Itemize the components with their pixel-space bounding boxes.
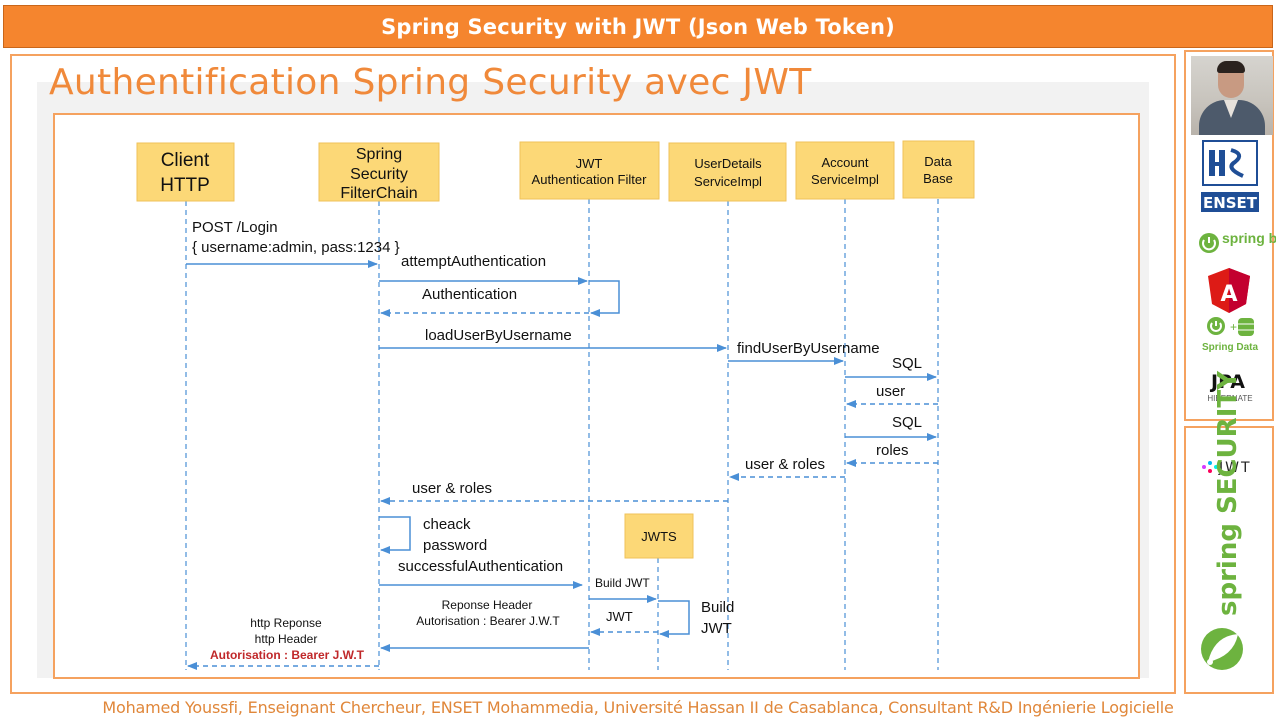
msg-jwt: JWT: [606, 609, 633, 624]
msg-sql-1: SQL: [892, 355, 922, 372]
presenter-webcam: [1191, 56, 1273, 135]
participant-database-line2: Base: [923, 171, 953, 186]
participant-account-box: [795, 141, 895, 200]
arrow-check-password-self: [379, 516, 411, 554]
sidebar-panel-bottom: [1184, 426, 1274, 694]
participant-jwt-filter-line2: Authentication Filter: [532, 172, 648, 187]
arrow-authentication-self: [589, 280, 620, 317]
participant-account-line1: Account: [822, 155, 869, 170]
msg-attempt-authentication: attemptAuthentication: [401, 253, 546, 270]
msg-response-header-line1: Reponse Header: [442, 598, 533, 612]
msg-check-password-line2: password: [423, 537, 487, 554]
participant-userdetails-line2: ServiceImpl: [694, 174, 762, 189]
participant-client-line1: Client: [161, 150, 210, 171]
msg-build-jwt: Build JWT: [595, 576, 650, 590]
msg-check-password-line1: cheack: [423, 516, 471, 533]
presenter-hair: [1217, 61, 1245, 73]
msg-http-response-line1: http Reponse: [250, 616, 322, 630]
header-title: Spring Security with JWT (Json Web Token…: [381, 14, 895, 39]
participant-filterchain-line3: FilterChain: [340, 185, 417, 202]
participant-jwt-filter-line1: JWT: [576, 156, 603, 171]
msg-authentication: Authentication: [422, 286, 517, 303]
msg-build-jwt-self-line2: JWT: [701, 620, 732, 637]
participant-filterchain-box: [318, 142, 440, 202]
header-bar: Spring Security with JWT (Json Web Token…: [3, 5, 1273, 48]
msg-find-user: findUserByUsername: [737, 340, 880, 357]
participant-userdetails-box: [668, 142, 787, 202]
msg-successful-authentication: successfulAuthentication: [398, 558, 563, 575]
participant-jwt-filter-box: [519, 141, 660, 200]
participant-account-line2: ServiceImpl: [811, 172, 879, 187]
participant-userdetails-line1: UserDetails: [694, 156, 762, 171]
msg-response-header-line2: Autorisation : Bearer J.W.T: [416, 614, 560, 628]
msg-load-user: loadUserByUsername: [425, 327, 572, 344]
participant-filterchain-line2: Security: [350, 166, 408, 183]
msg-post-login-line2: { username:admin, pass:1234 }: [192, 239, 400, 256]
msg-user: user: [876, 383, 905, 400]
msg-http-response-line2: http Header: [255, 632, 318, 646]
diagram-frame: [53, 113, 1140, 679]
msg-build-jwt-self-line1: Build: [701, 599, 734, 616]
msg-authorization-bearer: Autorisation : Bearer J.W.T: [210, 648, 365, 662]
msg-roles: roles: [876, 442, 909, 459]
arrow-build-jwt-self: [658, 600, 690, 638]
participant-filterchain-line1: Spring: [356, 146, 402, 163]
msg-post-login-line1: POST /Login: [192, 219, 278, 236]
msg-user-roles-2: user & roles: [412, 480, 492, 497]
participant-client-line2: HTTP: [160, 175, 210, 196]
msg-user-roles-1: user & roles: [745, 456, 825, 473]
participant-database-box: [902, 140, 975, 199]
participant-database-line1: Data: [924, 154, 952, 169]
participant-client-box: [136, 142, 235, 202]
participant-jwts-box: [624, 513, 694, 559]
participant-jwts-label: JWTS: [641, 529, 677, 544]
footer: Mohamed Youssfi, Enseignant Chercheur, E…: [0, 696, 1276, 719]
msg-sql-2: SQL: [892, 414, 922, 431]
footer-credits: Mohamed Youssfi, Enseignant Chercheur, E…: [102, 698, 1174, 717]
slide-title: Authentification Spring Security avec JW…: [49, 62, 812, 103]
